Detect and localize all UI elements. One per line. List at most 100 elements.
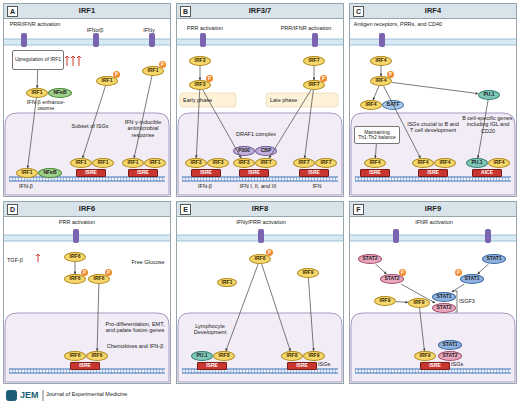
phospho-label: P <box>206 75 213 82</box>
annotation-text: IFN-β <box>188 183 222 189</box>
node-label: IRF1 <box>98 160 109 165</box>
node-label: IRF4 <box>376 58 387 63</box>
annotation-text: Free Glucose <box>129 259 167 265</box>
dna-element-box: ISRE <box>197 362 227 370</box>
dna-element-box: ISRE <box>360 169 390 177</box>
node-label: IRF1 <box>148 68 159 73</box>
panel-header: BIRF3/7 <box>177 4 343 19</box>
dna-element-box: ISRE <box>128 169 158 177</box>
panel-header: EIRF8 <box>177 202 343 217</box>
protein-oval: IRF1 <box>122 158 144 168</box>
protein-oval: IRF1 <box>92 158 114 168</box>
node-label: IRF4 <box>366 102 377 107</box>
pathway-arrow <box>134 76 152 158</box>
protein-oval: IRF1 <box>217 278 237 287</box>
panel-letter: C <box>353 6 364 17</box>
panel-letter: F <box>353 204 364 215</box>
panel-title: IRF9 <box>350 202 516 216</box>
annotation-text: ISGs <box>318 361 342 367</box>
pathway-arrow <box>478 264 489 274</box>
phospho-label: P <box>81 269 88 276</box>
pathway-arrow <box>97 284 99 351</box>
node-label: IRF9 <box>414 300 425 305</box>
journal-name: JEM <box>20 390 42 400</box>
panel-title: IRF3/7 <box>177 4 343 18</box>
protein-oval: IRF3 <box>189 56 211 66</box>
node-label: IRF6 <box>70 254 81 259</box>
annotation-text: B cell-specific genes, including IGL and… <box>461 115 515 134</box>
pathway-arrow <box>200 66 201 80</box>
protein-oval: IRF9 <box>408 298 430 308</box>
annotation-text: IFN-β <box>11 183 41 189</box>
panel-header: DIRF6 <box>4 202 170 217</box>
node-label: IRF4 <box>494 160 505 165</box>
node-label: STAT2 <box>442 353 457 358</box>
protein-oval: IRF3 <box>185 158 207 168</box>
node-label: ISRE <box>427 170 439 175</box>
process-box: Upregulation of IRF1 <box>12 50 64 70</box>
protein-oval: STAT1 <box>438 340 462 350</box>
phospho-label: P <box>159 61 166 68</box>
protein-oval: IRF9 <box>303 351 325 361</box>
annotation-text: Early phase <box>183 97 235 103</box>
annotation-text: ISGs crucial to B and T cell development <box>405 121 461 134</box>
protein-oval: IRF4 <box>370 56 392 66</box>
panel-letter: B <box>180 6 191 17</box>
pathway-arrow <box>262 264 291 351</box>
protein-oval: IRF1 <box>26 88 48 98</box>
node-label: IRF4 <box>376 78 387 83</box>
protein-oval: CBP <box>255 146 277 156</box>
pathway-arrow <box>83 86 106 158</box>
annotation-text: PRR activation <box>47 219 107 225</box>
protein-oval: IRF6 <box>64 252 86 262</box>
protein-oval: IRF7 <box>255 158 277 168</box>
protein-oval: IRF1 <box>70 158 92 168</box>
panel-header: CIRF4 <box>350 4 516 19</box>
protein-oval: BATF <box>382 100 404 110</box>
dna-element-box: ISRE <box>287 362 317 370</box>
node-label: ISRE <box>248 170 260 175</box>
node-label: IRF6 <box>70 276 81 281</box>
annotation-text: IFNR activation <box>399 219 469 225</box>
pathway-arrow <box>226 264 258 351</box>
node-label: ISRE <box>200 170 212 175</box>
protein-oval: IRF1 <box>144 158 166 168</box>
node-label: ISRE <box>79 363 91 368</box>
annotation-text: IFNγ/PRR activation <box>226 219 296 225</box>
panel-background <box>3 201 171 384</box>
protein-oval: IRF4 <box>364 158 386 168</box>
dna-element-box: ISRE <box>191 169 221 177</box>
protein-oval: IRF1 <box>16 168 38 178</box>
pathway-arrow <box>381 66 382 76</box>
node-label: IRF1 <box>102 78 113 83</box>
panel-title: IRF8 <box>177 202 343 216</box>
node-label: IRF8 <box>219 353 230 358</box>
pathway-arrow <box>452 284 464 292</box>
phospho-label: P <box>399 269 406 276</box>
pathway-arrow <box>37 70 39 88</box>
pathway-arrow <box>375 144 376 158</box>
node-label: STAT1 <box>442 342 457 347</box>
node-label: IRF3 <box>195 82 206 87</box>
panel-background <box>349 3 517 197</box>
node-label: IRF3 <box>191 160 202 165</box>
pathway-arrow <box>396 301 408 303</box>
node-label: IRF4 <box>440 160 451 165</box>
panel-background <box>176 201 344 384</box>
panel-title: IRF4 <box>350 4 516 18</box>
node-label: IRF3 <box>195 58 206 63</box>
node-label: IRF1 <box>128 160 139 165</box>
pathway-arrow <box>376 264 387 274</box>
phospho-label: P <box>387 71 394 78</box>
protein-oval: IRF9 <box>374 296 396 306</box>
annotation-text: IFN γ-inducible antimicrobial response <box>117 119 169 138</box>
node-label: IRF7 <box>321 160 332 165</box>
annotation-text: Chemokines and IFN-β <box>103 343 167 349</box>
node-label: IRF7 <box>261 160 272 165</box>
node-label: STAT2 <box>362 256 377 261</box>
node-label: IRF8 <box>287 353 298 358</box>
node-label: STAT1 <box>464 276 479 281</box>
pathway-arrow <box>28 98 37 168</box>
panel-letter: D <box>7 204 18 215</box>
phospho-label: P <box>455 269 462 276</box>
